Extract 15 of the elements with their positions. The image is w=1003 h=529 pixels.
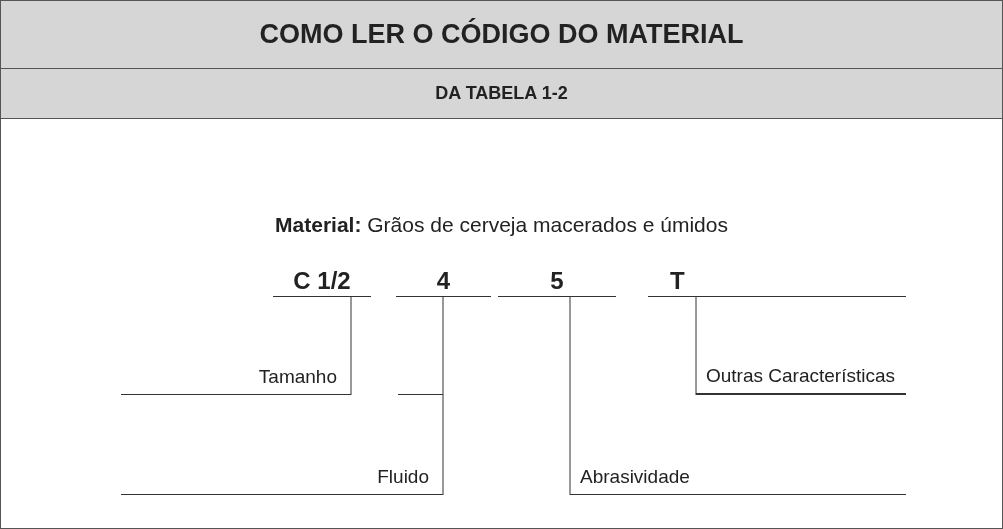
field-label: Abrasividade <box>570 451 906 495</box>
leader-line <box>695 296 697 396</box>
title: COMO LER O CÓDIGO DO MATERIAL <box>259 19 744 50</box>
field-label: Outras Características <box>696 331 906 395</box>
material-description: Material: Grãos de cerveja macerados e úmidos <box>274 213 729 237</box>
leader-line <box>350 296 352 396</box>
code-segment: T <box>648 257 906 297</box>
code-segment: C 1/2 <box>273 257 371 297</box>
code-segment: 4 <box>396 257 491 297</box>
leader-line <box>442 296 444 496</box>
field-label: Fluido <box>121 451 443 495</box>
subtitle: DA TABELA 1-2 <box>435 83 568 104</box>
leader-line <box>569 296 571 496</box>
field-label: Tamanho <box>121 361 351 395</box>
code-segment: 5 <box>498 257 616 297</box>
